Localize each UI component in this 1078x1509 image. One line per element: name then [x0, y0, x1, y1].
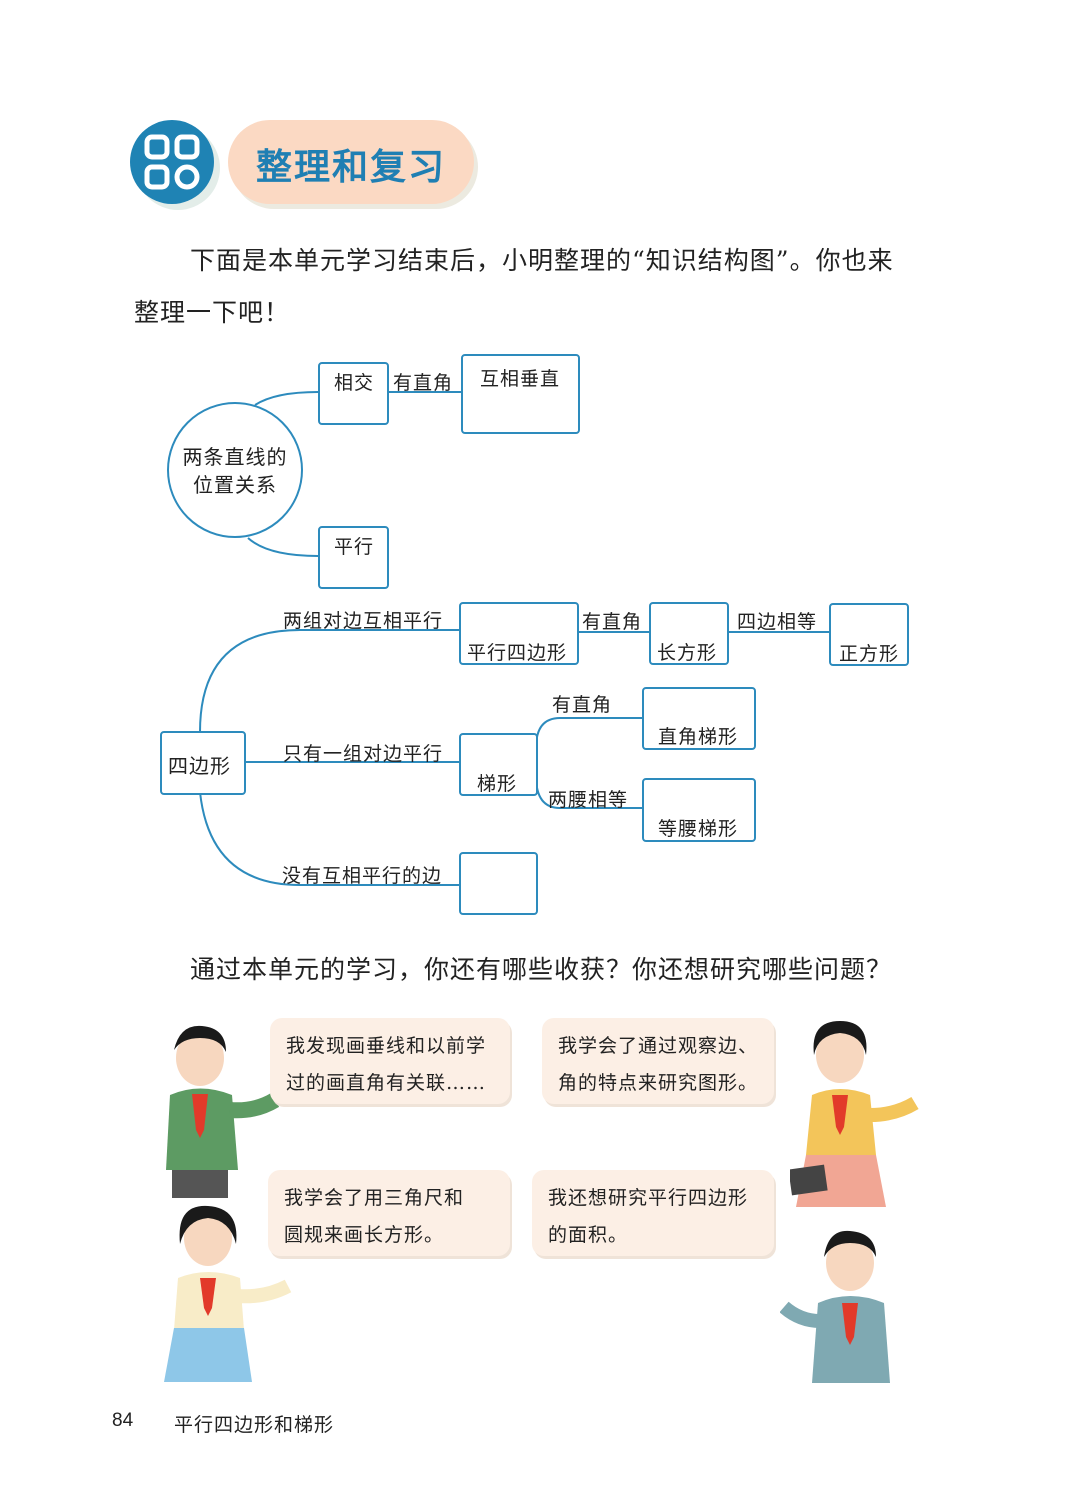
box-square: 正方形: [829, 603, 909, 666]
label-parallel: 平行: [334, 536, 375, 558]
label-perpendicular: 互相垂直: [480, 368, 561, 390]
box-right-trapezoid: 直角梯形: [642, 687, 756, 750]
intro-line-2: 整理一下吧！: [134, 298, 291, 327]
section-badge: [130, 120, 214, 204]
box-parallelogram: 平行四边形: [459, 602, 579, 665]
box-trapezoid: 梯形: [459, 733, 538, 796]
edge-four-sides-equal: 四边相等: [737, 611, 818, 633]
label-rectangle: 长方形: [657, 642, 718, 664]
bubble-4-line-1: 我还想研究平行四边形: [548, 1187, 749, 1209]
label-right-trapezoid: 直角梯形: [658, 726, 739, 748]
box-parallel: 平行: [318, 526, 389, 589]
edge-legs-equal: 两腰相等: [548, 789, 629, 811]
reflection-question: 通过本单元的学习，你还有哪些收获？你还想研究哪些问题？: [190, 955, 893, 984]
bubble-4-line-2: 的面积。: [548, 1224, 629, 1246]
bubble-2-line-2: 角的特点来研究图形。: [558, 1072, 759, 1094]
edge-right-angle-2: 有直角: [582, 611, 643, 633]
edge-right-angle-3: 有直角: [552, 694, 613, 716]
lines-root-line-2: 位置关系: [193, 473, 277, 497]
girl-2-illustration: [164, 1205, 292, 1382]
bubble-3-line-2: 圆规来画长方形。: [284, 1224, 445, 1246]
section-title-pill: 整理和复习: [228, 120, 474, 204]
grid-squares-icon: [144, 134, 200, 190]
girl-1-illustration: [790, 1021, 919, 1207]
bubble-3-line-1: 我学会了用三角尺和: [284, 1187, 465, 1209]
edge-right-angle-1: 有直角: [393, 372, 454, 394]
bubble-1-line-1: 我发现画垂线和以前学: [286, 1035, 487, 1057]
section-title: 整理和复习: [255, 146, 446, 188]
speech-bubble-2: 我学会了通过观察边、 角的特点来研究图形。: [542, 1018, 774, 1104]
speech-bubble-4: 我还想研究平行四边形 的面积。: [532, 1170, 774, 1256]
edge-one-pair-parallel: 只有一组对边平行: [283, 743, 444, 765]
box-intersect: 相交: [318, 362, 389, 425]
label-parallelogram: 平行四边形: [467, 642, 568, 664]
page-number: 84: [112, 1410, 134, 1431]
bubble-2-line-1: 我学会了通过观察边、: [558, 1035, 759, 1057]
intro-line-1: 下面是本单元学习结束后，小明整理的“知识结构图”。你也来: [190, 246, 894, 275]
label-isosceles-trapezoid: 等腰梯形: [658, 818, 739, 840]
box-rectangle: 长方形: [649, 602, 729, 665]
speech-bubble-3: 我学会了用三角尺和 圆规来画长方形。: [268, 1170, 510, 1256]
lines-root-circle: [167, 402, 303, 538]
box-isosceles-trapezoid: 等腰梯形: [642, 778, 756, 842]
edge-two-pairs-parallel: 两组对边互相平行: [283, 610, 444, 632]
label-square: 正方形: [839, 643, 900, 665]
box-perpendicular: 互相垂直: [461, 354, 580, 434]
lines-root-label: 两条直线的 位置关系: [172, 443, 298, 499]
boy-2-illustration: [780, 1230, 890, 1383]
label-intersect: 相交: [334, 372, 375, 394]
speech-bubble-1: 我发现画垂线和以前学 过的画直角有关联……: [270, 1018, 510, 1104]
box-quadrilateral: 四边形: [160, 731, 246, 795]
boy-1-illustration: [166, 1025, 280, 1198]
chapter-title: 平行四边形和梯形: [174, 1414, 335, 1436]
bubble-1-line-2: 过的画直角有关联……: [286, 1072, 487, 1094]
label-trapezoid: 梯形: [477, 773, 518, 795]
box-irregular-quadrilateral: [459, 852, 538, 915]
lines-root-line-1: 两条直线的: [182, 445, 288, 469]
label-quadrilateral: 四边形: [168, 754, 231, 778]
edge-no-parallel-sides: 没有互相平行的边: [282, 865, 443, 887]
